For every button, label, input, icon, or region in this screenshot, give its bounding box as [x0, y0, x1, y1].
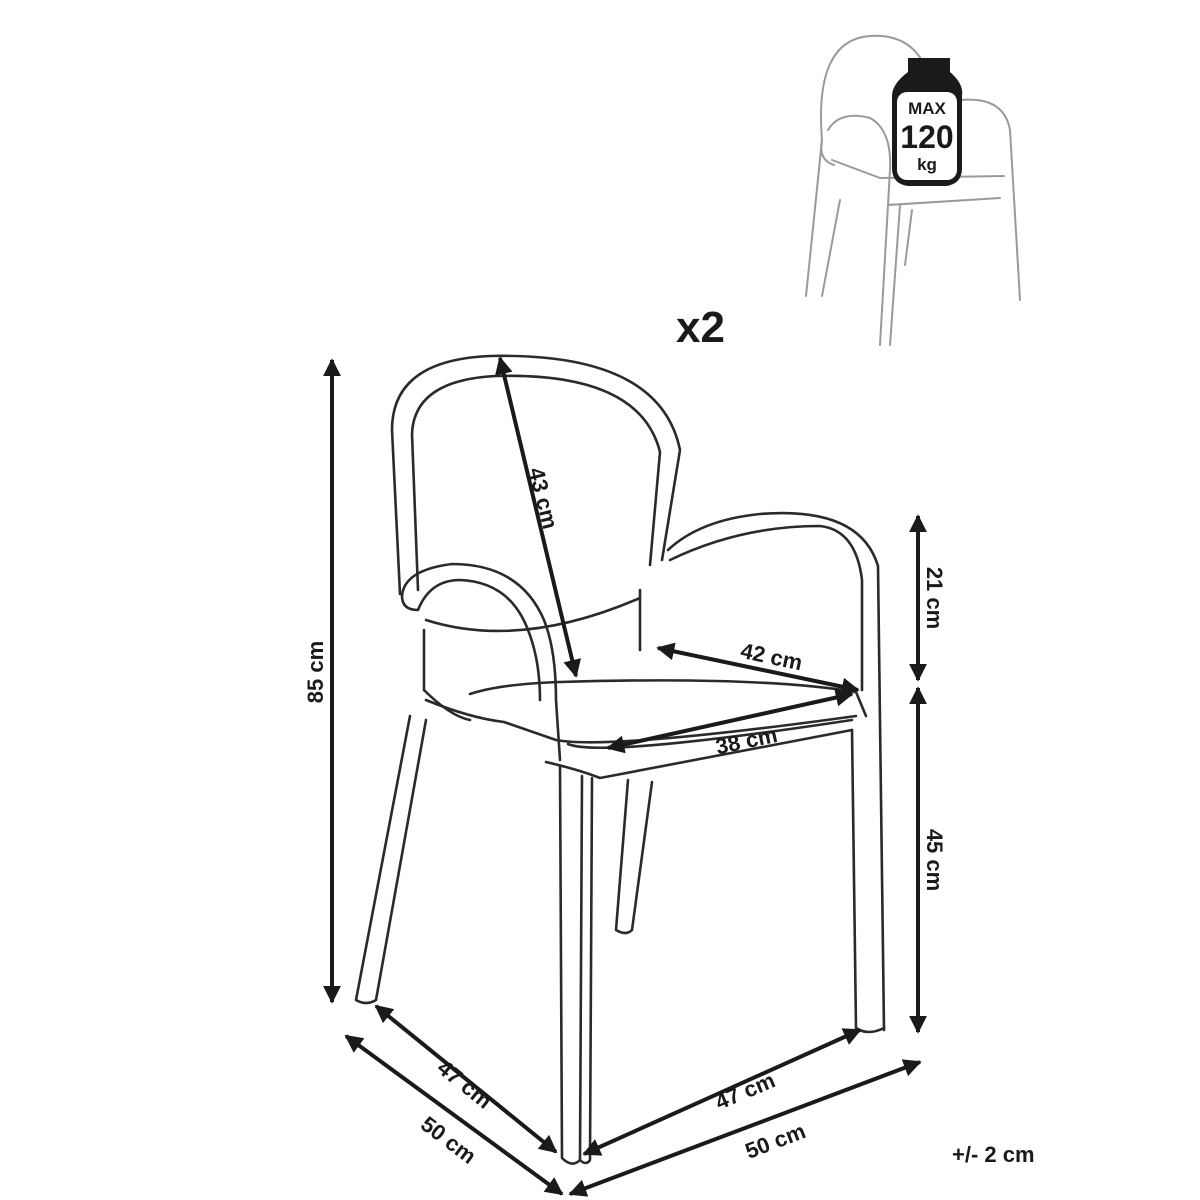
- max-label: MAX: [908, 99, 946, 118]
- overall-depth-arrow: [344, 1034, 564, 1196]
- backrest-height-arrow: [495, 356, 581, 678]
- overall-depth-label: 50 cm: [416, 1111, 481, 1169]
- max-unit: kg: [917, 155, 937, 174]
- seat-width-back-label: 42 cm: [738, 638, 804, 675]
- max-load-badge: MAX 120 kg: [892, 58, 963, 186]
- quantity-label: x2: [676, 303, 725, 352]
- tolerance-label: +/- 2 cm: [952, 1142, 1035, 1167]
- max-value: 120: [900, 119, 953, 155]
- seat-width-front-label: 38 cm: [713, 722, 779, 759]
- seat-width-back-arrow: [656, 642, 860, 696]
- main-chair: [354, 354, 886, 1165]
- overall-width-arrow: [568, 1059, 922, 1197]
- seat-height-label: 45 cm: [922, 829, 947, 891]
- backrest-height-label: 43 cm: [524, 465, 563, 532]
- armrest-height-label: 21 cm: [922, 567, 947, 629]
- leg-width-label: 47 cm: [711, 1067, 778, 1114]
- total-height-label: 85 cm: [303, 641, 328, 703]
- seat-width-front-arrow: [606, 688, 854, 754]
